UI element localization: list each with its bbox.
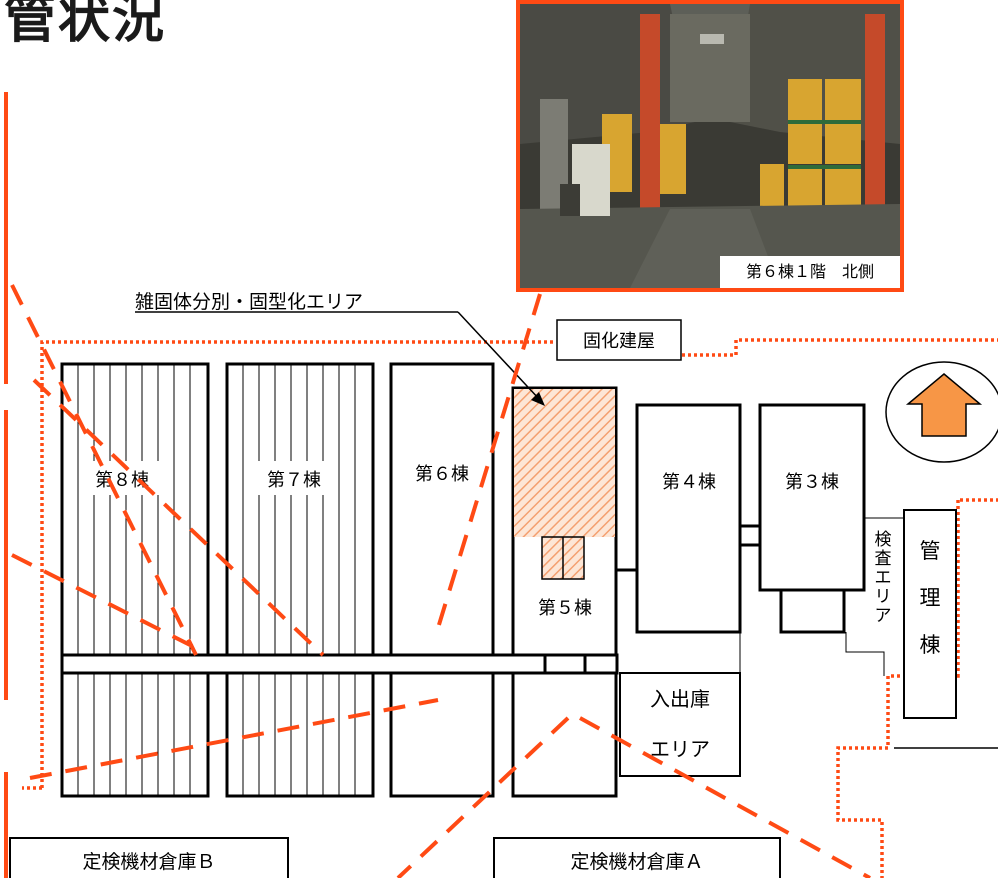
warehouse-interior-image [520, 4, 900, 288]
svg-text:棟: 棟 [920, 633, 941, 657]
svg-text:査: 査 [875, 549, 892, 569]
building-6-label: 第６棟 [415, 464, 469, 485]
solidification-building-label: 固化建屋 [583, 331, 655, 352]
sorting-solidification-area [514, 389, 615, 537]
area-callout-label: 雑固体分別・固型化エリア [135, 291, 363, 313]
svg-text:エリア: エリア [650, 737, 710, 761]
warehouse-b: 定検機材倉庫Ｂ [9, 837, 289, 878]
building-5: 第５棟 [511, 386, 618, 798]
warehouse-a-label: 定検機材倉庫Ａ [570, 851, 703, 873]
view-angle-lines [10, 284, 871, 878]
inspection-area: 検 査 エ リ ア [845, 517, 904, 676]
svg-text:入出庫: 入出庫 [650, 687, 710, 711]
building-7: 第７棟 [225, 362, 375, 798]
svg-text:検: 検 [875, 530, 892, 550]
svg-text:エ: エ [875, 568, 892, 588]
building-8-label: 第８棟 [95, 470, 149, 491]
building-links [616, 524, 760, 572]
svg-text:理: 理 [920, 586, 941, 610]
building-5-label: 第５棟 [538, 598, 592, 619]
building-6: 第６棟 [389, 362, 495, 798]
solidification-building: 固化建屋 [556, 319, 682, 361]
page-title: 管状況 [4, 0, 167, 50]
building-4-label: 第４棟 [662, 472, 716, 493]
building-3: 第３棟 [758, 403, 866, 634]
main-corridor [60, 653, 619, 675]
inout-area: 入出庫 エリア [619, 672, 741, 777]
building-8: 第８棟 [60, 362, 210, 798]
building-4: 第４棟 [635, 403, 742, 634]
warehouse-a: 定検機材倉庫Ａ [493, 837, 781, 878]
svg-text:ア: ア [875, 606, 892, 626]
warehouse-b-label: 定検機材倉庫Ｂ [82, 851, 215, 873]
management-building: 管 理 棟 [903, 509, 957, 719]
area-callout: 雑固体分別・固型化エリア [135, 291, 545, 406]
callout-arrow [457, 311, 541, 401]
svg-text:リ: リ [875, 587, 892, 607]
north-arrow [885, 361, 998, 463]
svg-text:管: 管 [920, 539, 941, 563]
north-arrow-icon [905, 373, 983, 437]
building-3-label: 第３棟 [785, 472, 839, 493]
warehouse-photo: 第６棟１階 北側 [516, 0, 904, 292]
building-7-label: 第７棟 [267, 470, 321, 491]
photo-caption: 第６棟１階 北側 [720, 256, 900, 288]
